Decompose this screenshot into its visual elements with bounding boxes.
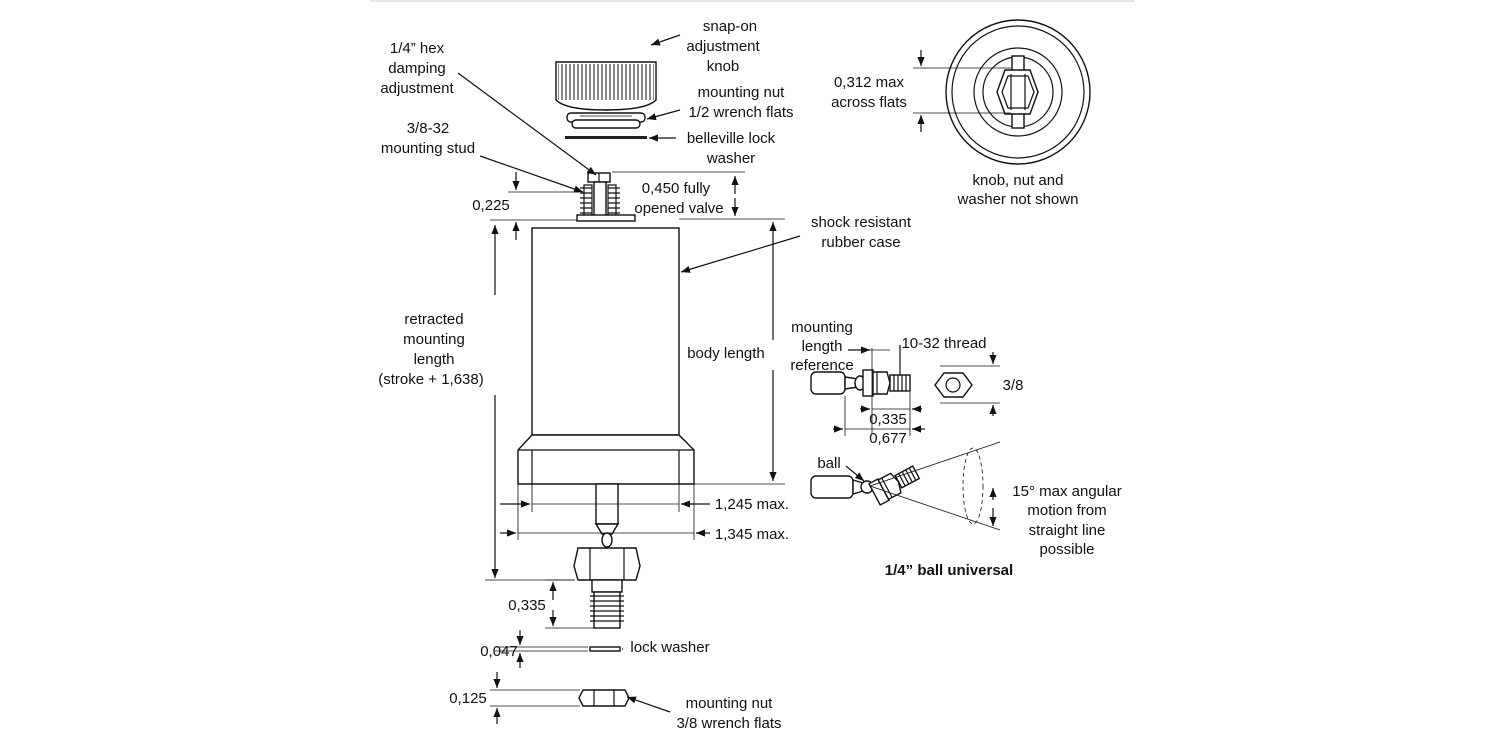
svg-text:mounting: mounting (791, 319, 853, 336)
svg-text:(stroke + 1,638): (stroke + 1,638) (378, 371, 483, 388)
svg-text:1/4” hex: 1/4” hex (390, 40, 445, 57)
svg-text:3/8 wrench flats: 3/8 wrench flats (676, 715, 781, 732)
label-ball-universal: 1/4” ball universal (885, 562, 1013, 579)
label-1245: 1,245 max. (715, 496, 789, 513)
label-mounting-ref: mounting length reference (790, 319, 853, 374)
svg-text:rubber case: rubber case (821, 234, 900, 251)
svg-text:shock resistant: shock resistant (811, 214, 912, 231)
label-body-length: body length (687, 345, 765, 362)
svg-text:mounting: mounting (403, 331, 465, 348)
label-retracted: retracted mounting length (stroke + 1,63… (378, 311, 483, 388)
label-0677: 0,677 (869, 430, 907, 447)
label-across-flats: 0,312 max across flats (831, 74, 907, 111)
label-mounting-nut-bottom: mounting nut 3/8 wrench flats (676, 695, 781, 732)
svg-text:retracted: retracted (404, 311, 463, 328)
lock-washer (589, 646, 621, 652)
svg-text:length: length (802, 338, 843, 355)
label-0335-lower: 0,335 (508, 597, 546, 614)
svg-text:mounting nut: mounting nut (698, 84, 786, 101)
svg-text:straight line: straight line (1029, 522, 1106, 539)
svg-text:belleville lock: belleville lock (687, 130, 776, 147)
nut-leader (646, 109, 681, 121)
label-angular: 15° max angular motion from straight lin… (1012, 483, 1121, 558)
label-knob-note: knob, nut and washer not shown (957, 172, 1079, 208)
label-0225: 0,225 (472, 197, 510, 214)
svg-text:motion from: motion from (1027, 502, 1106, 519)
label-shock-case: shock resistant rubber case (811, 214, 912, 251)
svg-text:0,312 max: 0,312 max (834, 74, 905, 91)
knob-leader (650, 34, 681, 46)
label-mounting-stud: 3/8-32 mounting stud (381, 120, 475, 157)
label-belleville: belleville lock washer (687, 130, 776, 167)
label-38: 3/8 (1003, 377, 1024, 394)
label-0335-ball: 0,335 (869, 411, 907, 428)
belleville-washer (565, 136, 647, 139)
svg-text:snap-on: snap-on (703, 18, 757, 35)
svg-text:0,450 fully: 0,450 fully (642, 180, 711, 197)
top-mounting-nut (566, 112, 646, 129)
label-0125: 0,125 (449, 690, 487, 707)
label-snap-knob: snap-on adjustment knob (686, 18, 760, 75)
label-ball: ball (817, 455, 840, 472)
label-hex-damping: 1/4” hex damping adjustment (380, 40, 454, 97)
svg-text:possible: possible (1039, 541, 1094, 558)
end-view (945, 19, 1091, 165)
label-lock-washer: lock washer (630, 639, 709, 656)
svg-text:opened valve: opened valve (634, 200, 723, 217)
svg-text:knob: knob (707, 58, 740, 75)
end-fitting-straight (810, 369, 911, 397)
svg-text:knob, nut and: knob, nut and (973, 172, 1064, 189)
svg-text:washer not shown: washer not shown (957, 191, 1079, 208)
svg-text:15° max angular: 15° max angular (1012, 483, 1121, 500)
bottom-mounting-nut (578, 689, 630, 707)
label-fully-opened: 0,450 fully opened valve (634, 180, 723, 217)
hex-nut-end-view (934, 372, 973, 398)
svg-text:washer: washer (706, 150, 755, 167)
label-thread: 10-32 thread (901, 335, 986, 352)
label-mounting-nut-top: mounting nut 1/2 wrench flats (688, 84, 793, 121)
rubber-case-body (517, 227, 695, 485)
label-0047: 0,047 (480, 643, 518, 660)
mounting-stud (576, 172, 636, 222)
piston-rod (573, 483, 641, 629)
svg-text:1/2 wrench flats: 1/2 wrench flats (688, 104, 793, 121)
svg-text:across flats: across flats (831, 94, 907, 111)
svg-text:adjustment: adjustment (686, 38, 760, 55)
svg-text:reference: reference (790, 357, 853, 374)
svg-text:length: length (414, 351, 455, 368)
label-1345: 1,345 max. (715, 526, 789, 543)
hex-leader (457, 72, 597, 176)
stud-leader (479, 155, 584, 193)
svg-text:mounting nut: mounting nut (686, 695, 774, 712)
svg-text:3/8-32: 3/8-32 (407, 120, 450, 137)
svg-text:damping: damping (388, 60, 446, 77)
snap-on-knob (555, 61, 657, 111)
svg-text:mounting stud: mounting stud (381, 140, 475, 157)
case-leader (680, 235, 801, 273)
svg-text:adjustment: adjustment (380, 80, 454, 97)
